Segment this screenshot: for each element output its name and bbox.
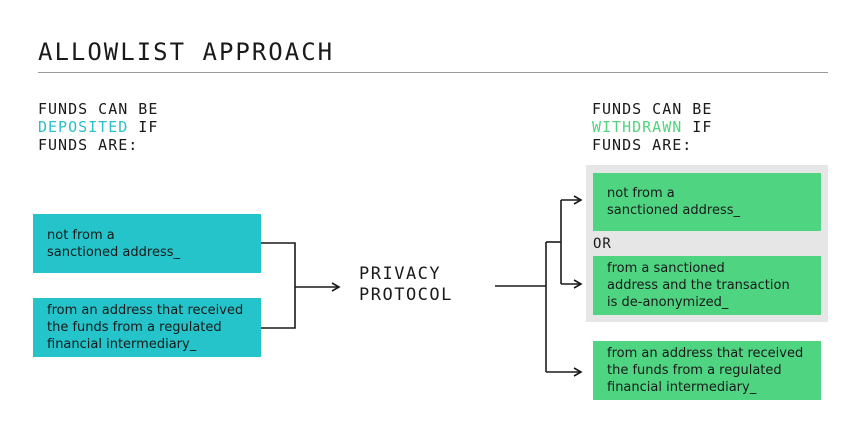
withdraw-option-text: not from a sanctioned address_ bbox=[607, 186, 740, 218]
withdraw-condition-line3: FUNDS ARE: bbox=[592, 136, 693, 154]
withdraw-option-text: from an address that received the funds … bbox=[607, 346, 804, 395]
diagram-title: ALLOWLIST APPROACH bbox=[38, 38, 335, 66]
withdraw-option-de-anonymized: from a sanctioned address and the transa… bbox=[593, 256, 821, 315]
deposit-option-text: not from a sanctioned address_ bbox=[47, 227, 180, 260]
withdraw-condition-line2: WITHDRAWN IF bbox=[592, 118, 712, 136]
withdraw-option-regulated-intermediary: from an address that received the funds … bbox=[593, 341, 821, 400]
withdraw-keyword: WITHDRAWN bbox=[592, 118, 683, 136]
withdraw-option-text: from a sanctioned address and the transa… bbox=[607, 261, 790, 310]
deposit-condition-heading: FUNDS CAN BE DEPOSITED IF FUNDS ARE: bbox=[38, 100, 158, 154]
privacy-protocol-label: PRIVACY PROTOCOL bbox=[359, 264, 453, 306]
privacy-protocol-line1: PRIVACY bbox=[359, 264, 442, 284]
deposit-option-regulated-intermediary: from an address that received the funds … bbox=[33, 298, 261, 357]
withdraw-option-not-sanctioned: not from a sanctioned address_ bbox=[593, 173, 821, 231]
deposit-condition-suffix: IF bbox=[128, 118, 159, 136]
deposit-condition-line3: FUNDS ARE: bbox=[38, 136, 139, 154]
or-label: OR bbox=[593, 236, 612, 252]
withdraw-condition-line1: FUNDS CAN BE bbox=[592, 100, 713, 118]
withdraw-condition-heading: FUNDS CAN BE WITHDRAWN IF FUNDS ARE: bbox=[592, 100, 712, 154]
deposit-keyword: DEPOSITED bbox=[38, 118, 129, 136]
title-divider bbox=[38, 72, 828, 73]
deposit-option-not-sanctioned: not from a sanctioned address_ bbox=[33, 214, 261, 273]
deposit-condition-line1: FUNDS CAN BE bbox=[38, 100, 159, 118]
privacy-protocol-line2: PROTOCOL bbox=[359, 285, 453, 305]
deposit-option-text: from an address that received the funds … bbox=[47, 303, 244, 352]
withdraw-condition-suffix: IF bbox=[682, 118, 713, 136]
deposit-connector-top bbox=[261, 242, 296, 329]
deposit-condition-line2: DEPOSITED IF bbox=[38, 118, 158, 136]
